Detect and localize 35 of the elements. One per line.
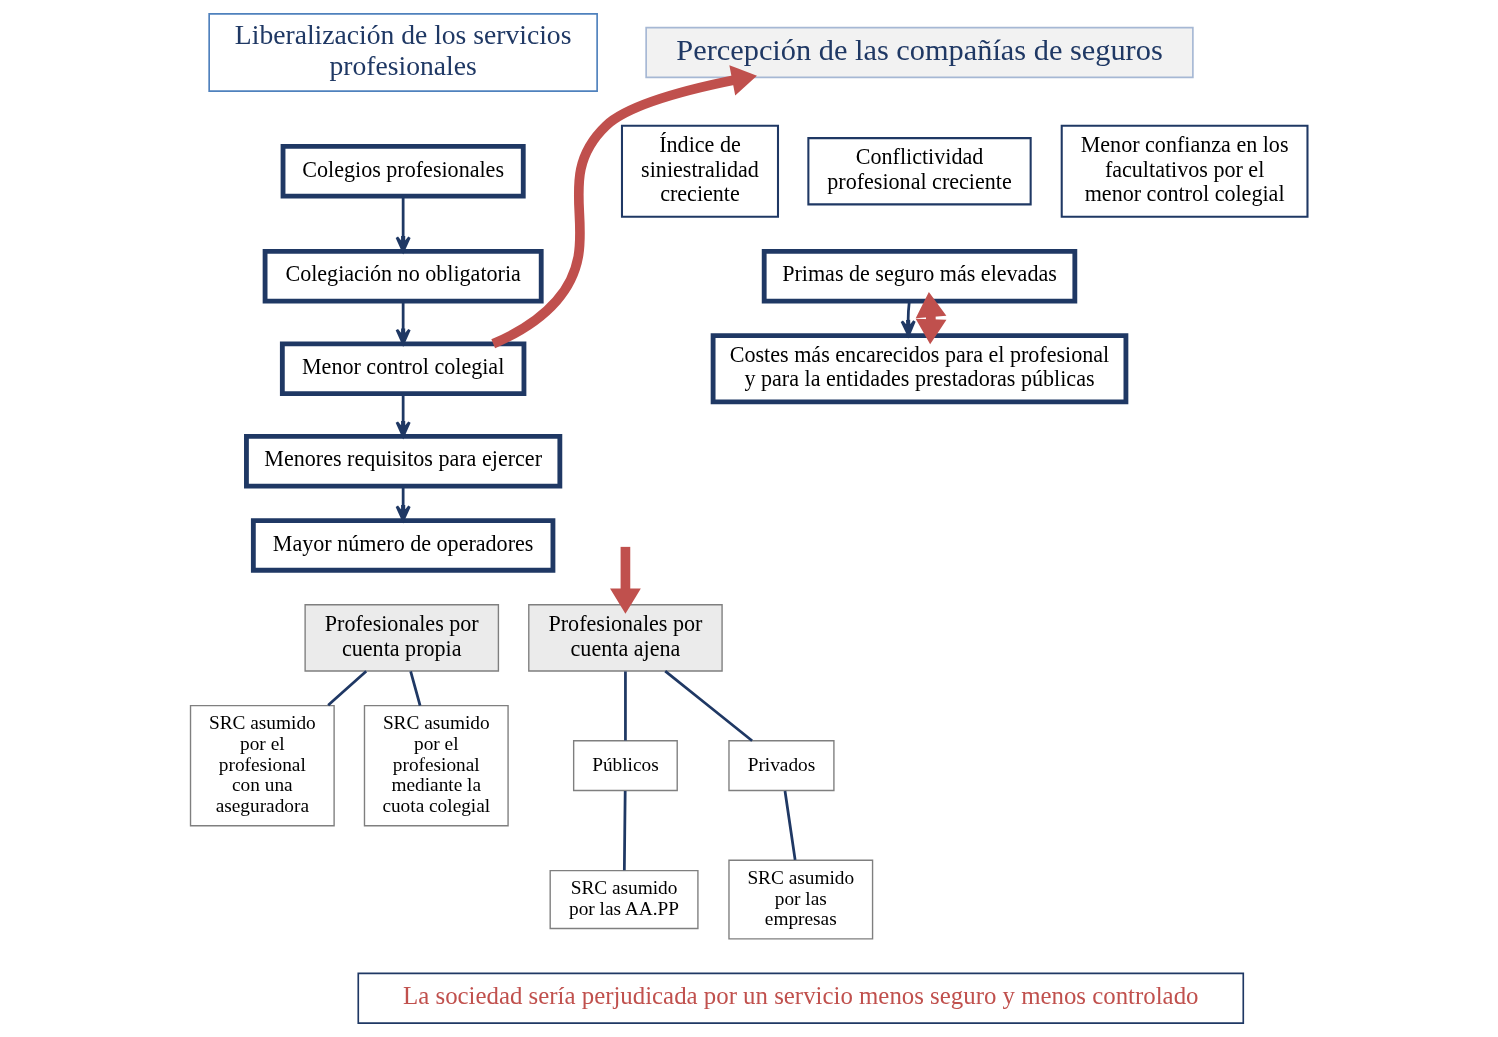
connector [327,670,368,707]
connector [409,671,422,706]
arrow [610,546,641,614]
arrow [491,65,757,349]
arrow [395,196,411,253]
node-box: SRC asumido por las empresas [728,859,874,940]
arrow [395,486,411,522]
node-box: Percepción de las compañías de seguros [645,26,1194,79]
node-box: Menor confianza en los facultativos por el menor control colegial [1060,124,1309,218]
node-box: Conflictividad profesional creciente [807,137,1032,206]
connector [622,791,627,871]
node-box: Liberalización de los servicios profesionales [208,13,598,92]
node-box: La sociedad sería perjudicada por un servicio menos seguro y menos controlado [357,972,1245,1024]
node-box: Costes más encarecidos para el profesional y para la entidades prestadoras públicas [710,333,1129,405]
node-box: SRC asumido por el profesional con una aseguradora [189,704,335,827]
node-box: Menores requisitos para ejercer [244,433,563,489]
node-box: Mayor número de operadores [250,518,556,573]
arrow [915,291,947,345]
connector [624,671,627,741]
node-box: Privados [728,740,835,792]
node-box: Públicos [572,740,678,792]
node-box: Menor control colegial [279,341,527,396]
node-box: Primas de seguro más elevadas [761,248,1078,304]
connector [783,790,797,861]
node-box: Profesionales por cuenta ajena [528,604,723,672]
node-box: Colegiación no obligatoria [262,248,544,304]
node-box: Índice de siniestralidad creciente [620,124,780,218]
connector [664,670,753,742]
node-box: SRC asumido por las AA.PP [549,869,699,930]
node-box: Profesionales por cuenta propia [304,604,500,672]
arrow [395,301,411,345]
node-box: Colegios profesionales [280,144,526,199]
arrow [900,301,916,337]
node-box: SRC asumido por el profesional mediante la cuota colegial [363,704,509,827]
arrow [395,393,411,438]
